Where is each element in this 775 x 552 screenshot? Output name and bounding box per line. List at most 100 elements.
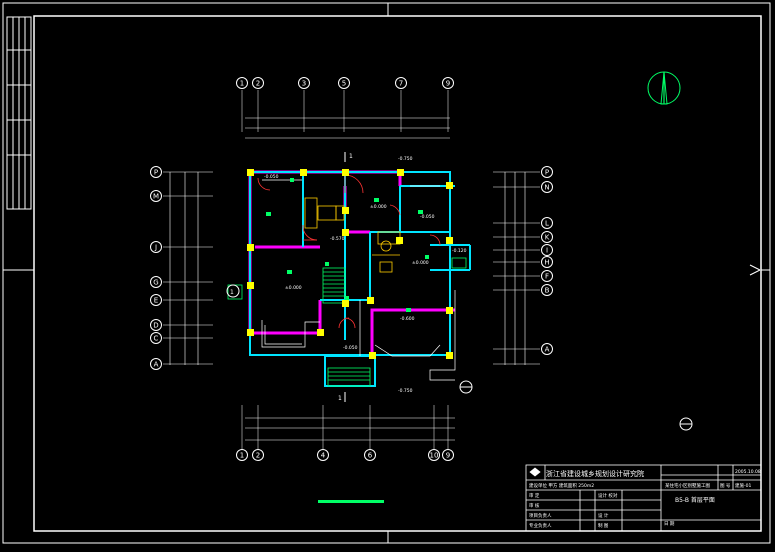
top-axis-bubble-label: 1: [240, 80, 244, 88]
right-axis-bubble: F: [541, 270, 553, 282]
top-axis-bubble: 5: [338, 77, 350, 89]
right-axis-bubble: L: [541, 217, 553, 229]
level-left-top: -0.050: [264, 174, 279, 180]
bottom-axis-bubble: 6: [364, 449, 376, 461]
bottom-axis-bubble-label: 10: [430, 452, 439, 460]
side-axis-bubble: 1: [226, 284, 693, 431]
right-axis-bubble-label: B: [545, 287, 550, 295]
stair: [322, 267, 371, 387]
level-room-b: ±0.000: [370, 204, 387, 210]
level-room-c: ±0.000: [412, 260, 429, 266]
svg-text:1: 1: [338, 395, 342, 402]
dimension-lines: [169, 117, 526, 441]
right-axis-bubble-label: I: [546, 247, 548, 255]
level-right: -0.120: [452, 248, 467, 254]
inner-frame: [33, 15, 762, 532]
top-axis-bubble-label: 7: [399, 80, 403, 88]
bottom-axis-bubble: 1: [236, 449, 248, 461]
left-axis-bubble: A: [150, 358, 162, 370]
level-terrace: -0.050: [420, 214, 435, 220]
role-2: 审 核: [529, 502, 540, 509]
right-axis-bubble-label: L: [545, 220, 549, 228]
right-axis-bubble-label: P: [545, 169, 549, 177]
top-axis-bubble: 1: [236, 77, 248, 89]
binding-strip: [6, 16, 32, 210]
floor-plan: [227, 169, 471, 387]
top-axis-bubble: 7: [395, 77, 407, 89]
scale-bar: [318, 500, 384, 503]
right-axis-bubble: A: [541, 343, 553, 355]
right-axis-bubble: P: [541, 166, 553, 178]
role-right-3: 制 图: [598, 522, 609, 529]
level-stair: -0.570: [330, 236, 345, 242]
left-axis-bubble-label: D: [153, 322, 158, 330]
level-top: -0.750: [398, 156, 413, 162]
north-arrow-icon: [647, 71, 681, 105]
bottom-axis-bubble-label: 9: [446, 452, 450, 460]
top-axis-bubble-label: 3: [302, 80, 306, 88]
level-room-a: ±0.000: [285, 285, 302, 291]
bottom-axis-bubble-label: 2: [256, 452, 260, 460]
right-axis-bubble-label: A: [545, 346, 550, 354]
left-axis-bubble: G: [150, 276, 162, 288]
left-axis-bubble-label: G: [153, 279, 158, 287]
title-block: [525, 464, 762, 532]
left-axis-bubble-label: M: [153, 193, 159, 201]
right-axis-bubble-label: F: [545, 273, 549, 281]
room-markers: [266, 178, 429, 312]
left-axis-bubble-label: C: [154, 335, 159, 343]
level-lower-right: -0.600: [400, 316, 415, 322]
level-entry: -0.050: [343, 345, 358, 351]
svg-text:1: 1: [349, 153, 353, 160]
project-name: 某住宅小区别墅施工图: [665, 482, 710, 489]
top-axis-bubble: 2: [252, 77, 264, 89]
bottom-axis-bubble-label: 1: [240, 452, 244, 460]
bottom-axis-bubble-label: 6: [368, 452, 373, 460]
left-axis-bubble: E: [150, 294, 162, 306]
role-right-2: 设 计: [598, 512, 609, 519]
right-axis-bubble: B: [541, 284, 553, 296]
bottom-axis-group: 1 2 4 6 10 9: [236, 405, 454, 461]
left-axis-bubble: C: [150, 332, 162, 344]
right-axis-bubble: I: [541, 244, 553, 256]
columns: [247, 169, 453, 359]
role-1: 审 定: [529, 492, 540, 499]
bottom-axis-bubble: 9: [442, 449, 454, 461]
role-4: 专业负责人: [529, 522, 552, 529]
top-axis-bubble: 9: [442, 77, 454, 89]
left-axis-bubble: J: [150, 241, 162, 253]
top-axis-bubble-label: 9: [446, 80, 450, 88]
left-axis-bubble: M: [150, 190, 162, 202]
bottom-axis-bubble: 4: [317, 449, 329, 461]
top-axis-bubble: 3: [298, 77, 310, 89]
outer-frame: [2, 2, 771, 544]
top-axis-bubble-label: 5: [342, 80, 346, 88]
section-cut-marks: 1 1: [338, 152, 353, 402]
role-right-1: 设计 校对: [598, 492, 618, 499]
title-block-text: 浙江省建设城乡规划设计研究院 建设单位 甲方 建筑面积 250m2 某住宅小区别…: [529, 469, 761, 529]
left-axis-bubble: D: [150, 319, 162, 331]
sheet-date: 2005.10.08: [735, 469, 761, 475]
sheet-no-label: 图 号: [720, 483, 731, 489]
level-bottom: -0.750: [398, 388, 413, 394]
level-labels: -0.750 -0.750 -0.120 -0.050 ±0.000 ±0.00…: [264, 156, 467, 394]
top-axis-bubble-label: 2: [256, 80, 260, 88]
company-name: 浙江省建设城乡规划设计研究院: [546, 469, 644, 478]
bottom-axis-bubble-label: 4: [321, 452, 326, 460]
left-axis-bubble-label: E: [154, 297, 158, 305]
sheet-title: B5-B 首层平面: [675, 496, 715, 504]
left-axis-bubble-label: P: [154, 169, 158, 177]
right-axis-bubble: H: [541, 256, 553, 268]
sheet-number: 建施-01: [735, 482, 751, 489]
left-axis-group: P M J G E DC A: [150, 166, 162, 370]
right-axis-bubble: K: [541, 231, 553, 243]
bottom-axis-bubble: 2: [252, 449, 264, 461]
axis-extension-lines: [163, 171, 540, 365]
svg-text:1: 1: [230, 289, 234, 296]
right-axis-bubble-label: H: [544, 259, 549, 267]
right-axis-bubble-label: K: [545, 234, 550, 242]
role-3: 项目负责人: [529, 512, 552, 519]
